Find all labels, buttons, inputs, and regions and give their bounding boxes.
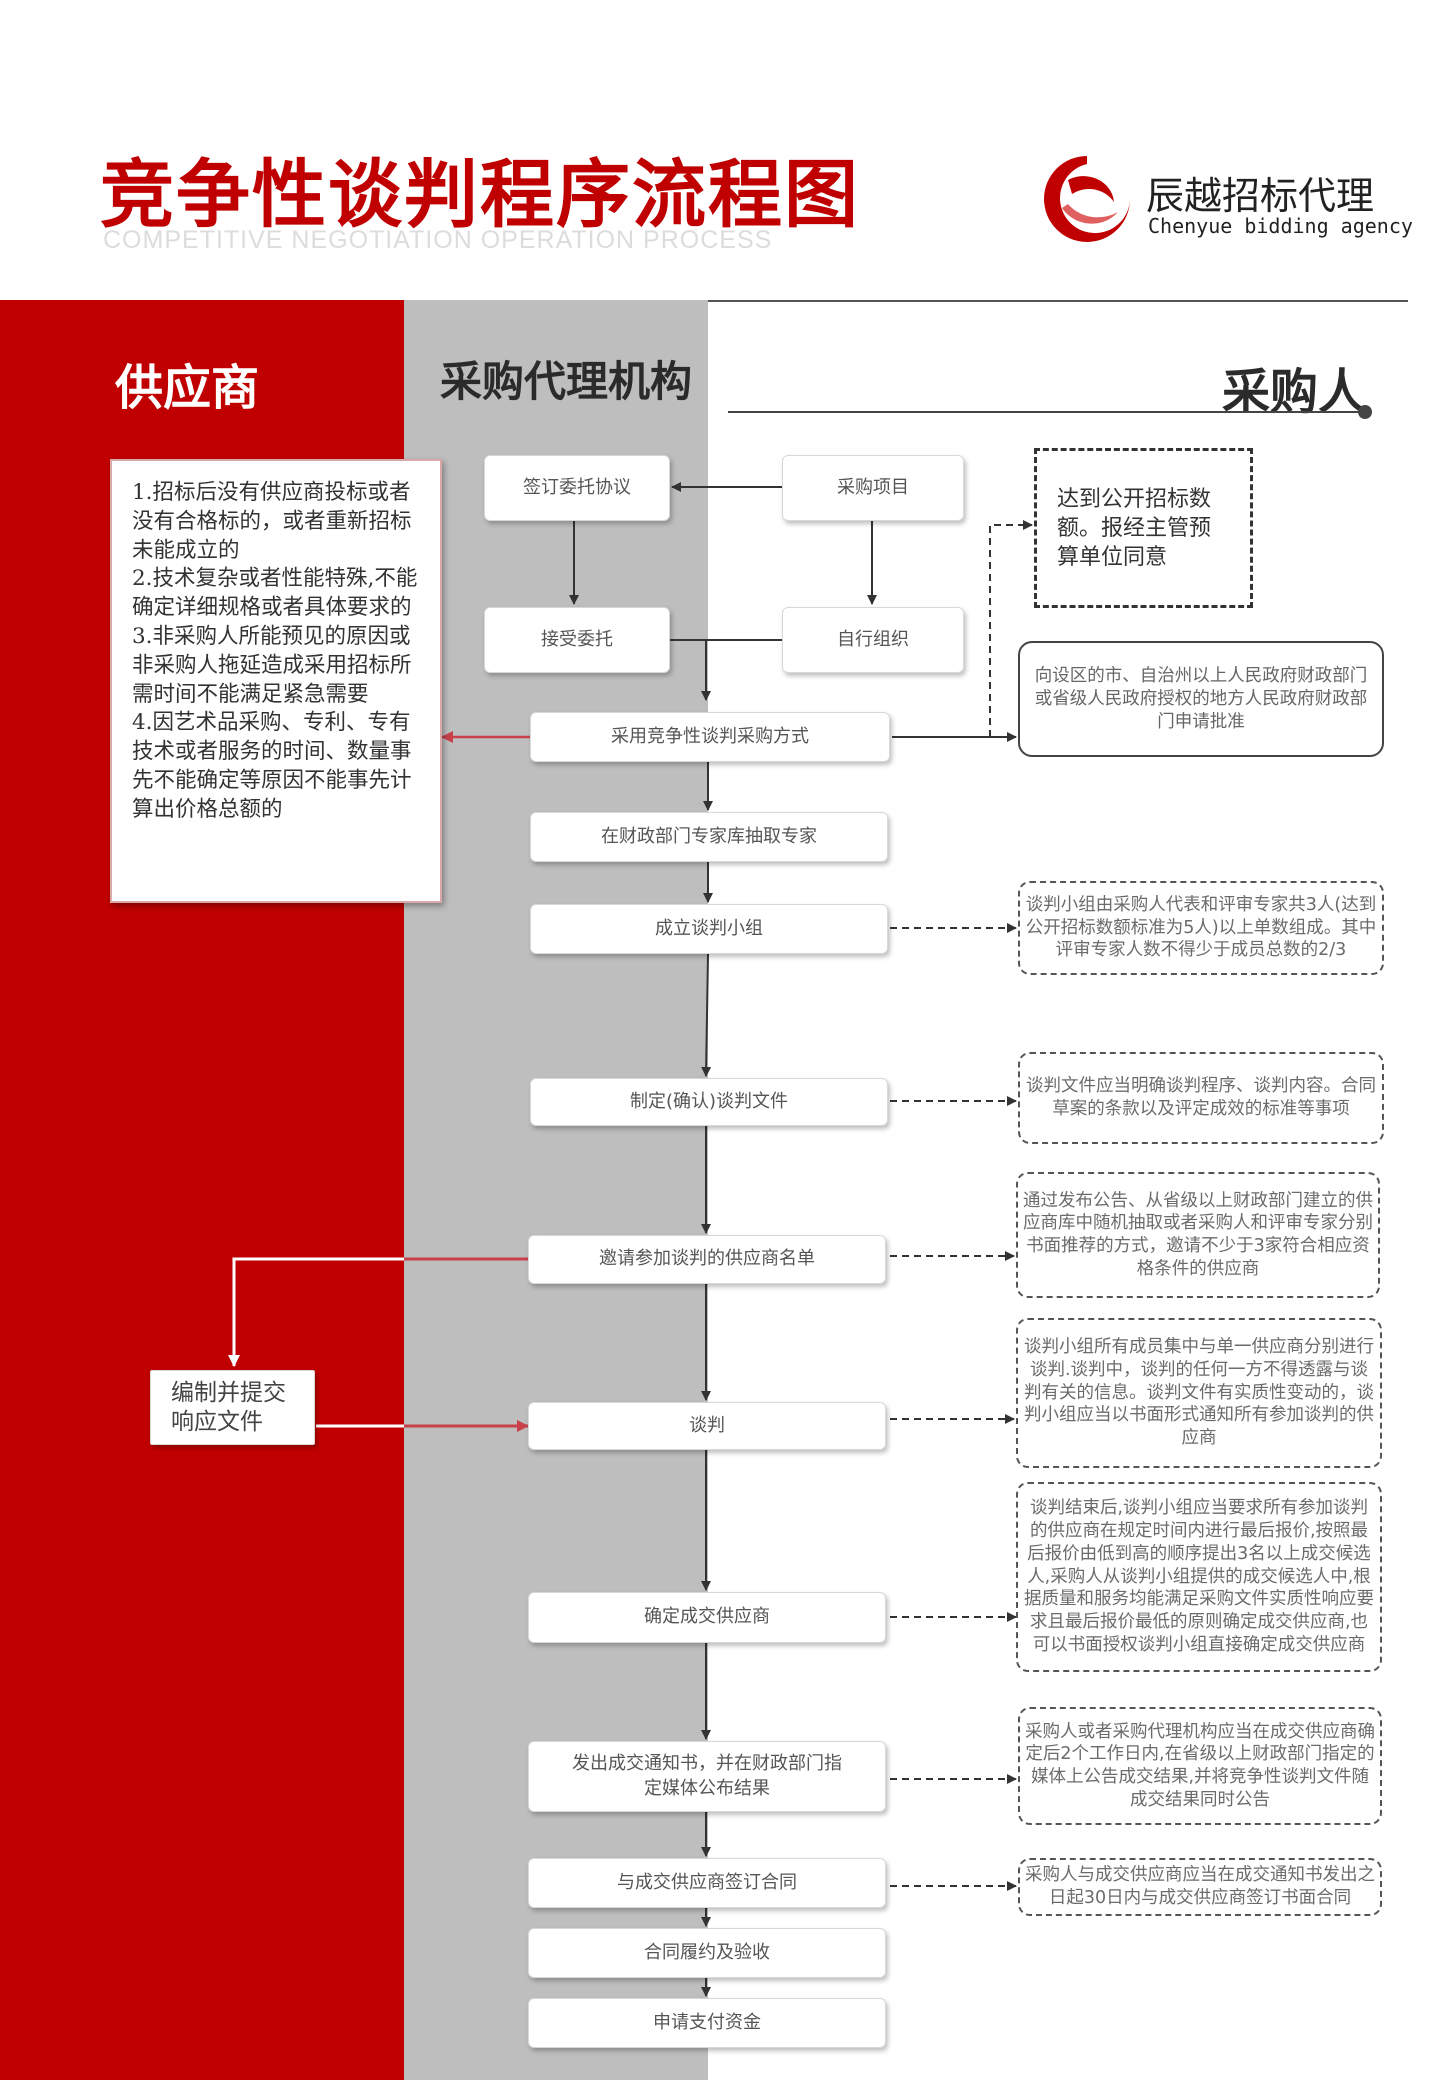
buyer-heading-dot [1358, 405, 1372, 419]
logo-name: 辰越招标代理 [1146, 174, 1375, 218]
buyer-heading: 采购人 [1222, 364, 1367, 420]
step-negotiate: 谈判 [528, 1402, 886, 1450]
step-issue-notice: 发出成交通知书，并在财政部门指定媒体公布结果 [528, 1741, 886, 1812]
step-invite-suppliers: 邀请参加谈判的供应商名单 [528, 1235, 886, 1284]
supplier-heading: 供应商 [115, 360, 260, 416]
note-determine-supplier: 谈判结束后,谈判小组应当要求所有参加谈判的供应商在规定时间内进行最后报价,按照最… [1016, 1482, 1382, 1672]
step-determine-supplier: 确定成交供应商 [528, 1592, 886, 1643]
step-sign-contract: 与成交供应商签订合同 [528, 1858, 886, 1908]
note-form-team: 谈判小组由采购人代表和评审专家共3人(达到公开招标数额标准为5人)以上单数组成。… [1018, 881, 1384, 975]
logo-swirl-icon [1043, 155, 1131, 243]
apply-approval-note: 向设区的市、自治州以上人民政府财政部门或省级人民政府授权的地方人民政府财政部门申… [1018, 641, 1384, 757]
buyer-heading-rule [728, 411, 1364, 413]
condition-item: 3.非采购人所能预见的原因或非采购人拖延造成采用招标所需时间不能满足紧急需要 [132, 623, 412, 707]
supplier-conditions-box: 1.招标后没有供应商投标或者没有合格标的，或者重新招标未能成立的 2.技术复杂或… [110, 459, 442, 903]
condition-item: 2.技术复杂或者性能特殊,不能确定详细规格或者具体要求的 [132, 566, 418, 621]
page-title: 竞争性谈判程序流程图 [100, 152, 860, 238]
sign-agreement-box: 签订委托协议 [484, 455, 670, 521]
page-subtitle: COMPETITIVE NEGOTIATION OPERATION PROCES… [103, 226, 773, 254]
step-performance-acceptance: 合同履约及验收 [528, 1928, 886, 1978]
note-sign-contract: 采购人与成交供应商应当在成交通知书发出之日起30日内与成交供应商签订书面合同 [1018, 1858, 1382, 1916]
note-invite-suppliers: 通过发布公告、从省级以上财政部门建立的供应商库中随机抽取或者采购人和评审专家分别… [1016, 1172, 1380, 1298]
step-draw-experts: 在财政部门专家库抽取专家 [530, 812, 888, 862]
step-draft-documents: 制定(确认)谈判文件 [530, 1078, 888, 1126]
step-adopt-method: 采用竞争性谈判采购方式 [530, 712, 890, 762]
agency-heading: 采购代理机构 [440, 357, 693, 406]
logo-english: Chenyue bidding agency [1148, 214, 1413, 238]
note-issue-notice: 采购人或者采购代理机构应当在成交供应商确定后2个工作日内,在省级以上财政部门指定… [1018, 1707, 1382, 1825]
note-negotiate: 谈判小组所有成员集中与单一供应商分别进行谈判.谈判中，谈判的任何一方不得透露与谈… [1016, 1318, 1382, 1468]
step-form-team: 成立谈判小组 [530, 904, 888, 954]
accept-entrust-box: 接受委托 [484, 607, 670, 673]
self-organize-box: 自行组织 [782, 607, 964, 673]
note-draft-documents: 谈判文件应当明确谈判程序、谈判内容。合同草案的条款以及评定成效的标准等事项 [1018, 1052, 1384, 1144]
condition-item: 4.因艺术品采购、专利、专有技术或者服务的时间、数量事先不能确定等原因不能事先计… [132, 710, 412, 822]
approval-note: 达到公开招标数额。报经主管预算单位同意 [1034, 448, 1253, 608]
condition-item: 1.招标后没有供应商投标或者没有合格标的，或者重新招标未能成立的 [132, 480, 412, 563]
purchase-project-box: 采购项目 [782, 455, 964, 521]
compile-response-box: 编制并提交响应文件 [150, 1370, 315, 1445]
step-apply-payment: 申请支付资金 [528, 1998, 886, 2048]
